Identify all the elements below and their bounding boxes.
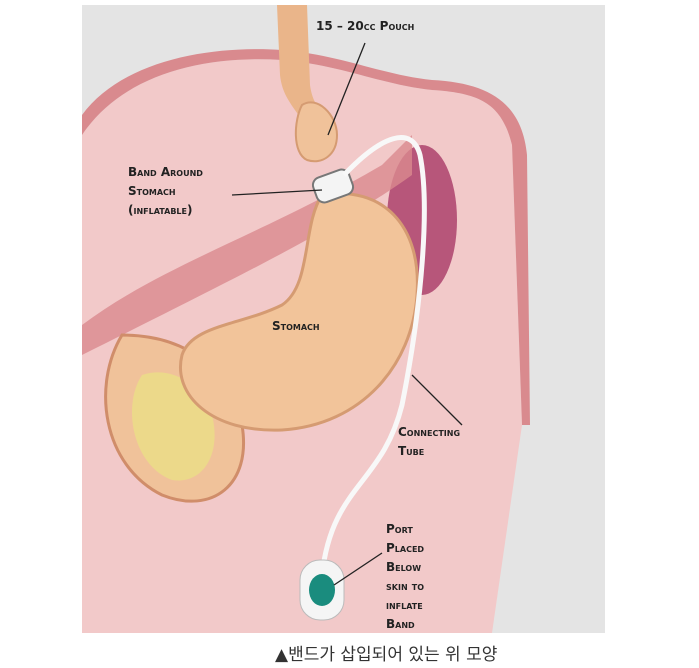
liver-edge — [82, 135, 412, 355]
caption: ▲밴드가 삽입되어 있는 위 모양 — [275, 645, 498, 665]
gastric-band-illustration — [82, 5, 605, 633]
connecting-tube — [319, 135, 427, 576]
illustration-frame: 15 – 20cc Pouch Band Around Stomach (inf… — [82, 5, 605, 633]
leader-lines — [231, 42, 463, 586]
label-band: Band Around Stomach (inflatable) — [128, 165, 203, 217]
esophagus — [277, 5, 322, 120]
label-port: Port Placed Below skin to inflate Band — [386, 522, 425, 631]
label-tube: Connecting Tube — [398, 425, 461, 458]
port-septum — [309, 574, 335, 606]
stomach — [179, 192, 419, 432]
diaphragm-wall — [82, 49, 530, 426]
gastric-band — [311, 168, 355, 204]
pouch — [294, 101, 339, 163]
label-pouch: 15 – 20cc Pouch — [316, 19, 415, 33]
label-stomach: Stomach — [272, 319, 320, 333]
